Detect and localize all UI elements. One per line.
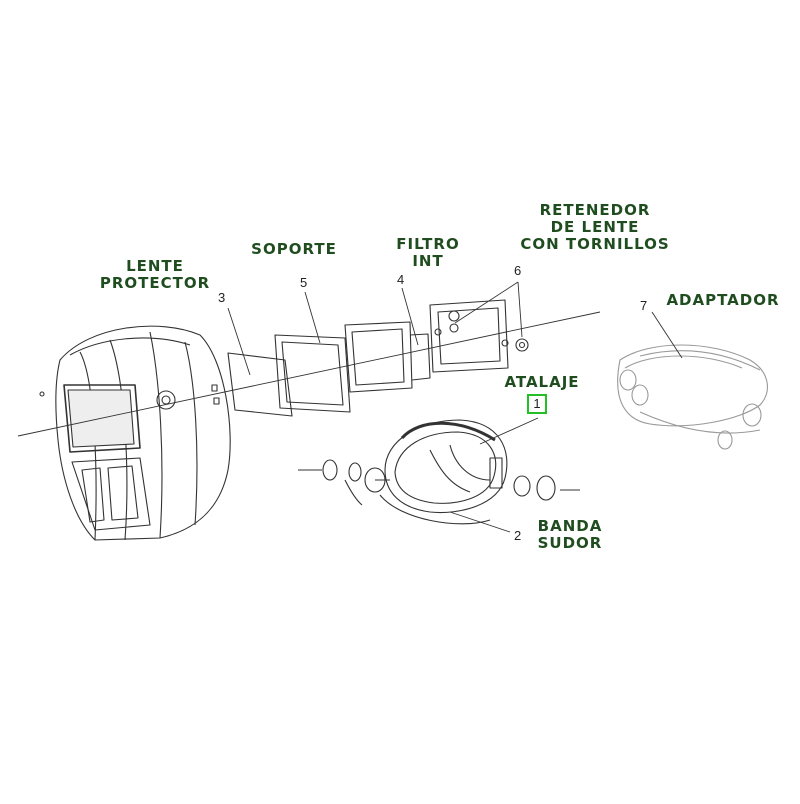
leader-lines xyxy=(227,281,683,533)
label-soporte: SOPORTE xyxy=(251,240,337,258)
part-number-3: 3 xyxy=(218,290,226,305)
part-3-drawing xyxy=(227,352,293,417)
part-4-drawing xyxy=(344,321,431,393)
label-adaptador: ADAPTADOR xyxy=(666,291,780,309)
adapter-drawing xyxy=(617,344,768,450)
part-number-6: 6 xyxy=(514,263,522,278)
headgear-drawing xyxy=(298,419,580,525)
part-number-1-highlighted: 1 xyxy=(527,394,547,414)
part-5-drawing xyxy=(274,334,351,413)
part-number-2: 2 xyxy=(514,528,522,543)
assembly-axis xyxy=(17,311,601,437)
part-number-7: 7 xyxy=(640,298,648,313)
part-6-drawing xyxy=(429,299,529,373)
part-number-4: 4 xyxy=(397,272,405,287)
label-atalaje: ATALAJE xyxy=(504,373,580,391)
part-number-5: 5 xyxy=(300,275,308,290)
helmet-shell-drawing xyxy=(39,325,231,541)
